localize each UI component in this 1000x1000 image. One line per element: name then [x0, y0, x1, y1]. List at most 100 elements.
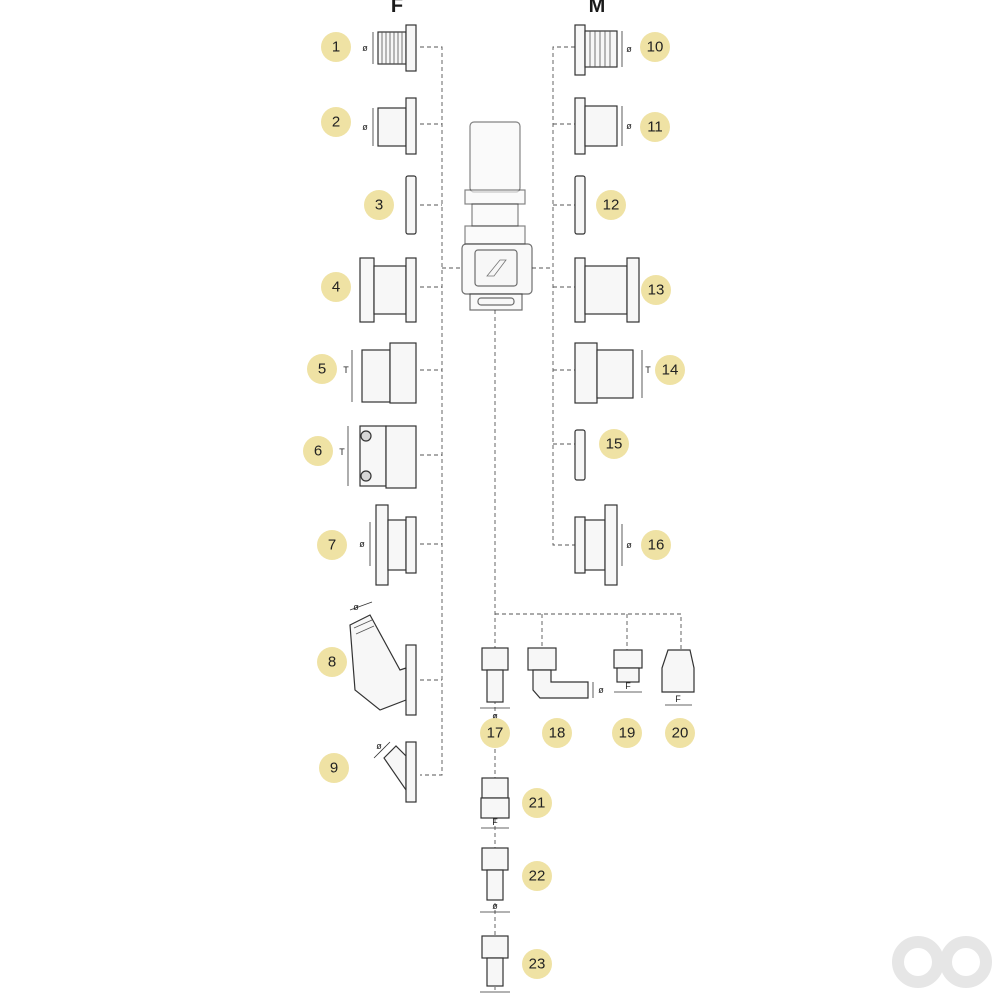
- badge-number: 18: [549, 725, 566, 742]
- item-badge-11: 11: [640, 112, 670, 142]
- badge-circle: [612, 718, 642, 748]
- item-badge-7: 7: [317, 530, 347, 560]
- column-label-male: M: [589, 0, 606, 17]
- item-badge-22: 22: [522, 861, 552, 891]
- diameter-symbol: ø: [492, 711, 498, 721]
- item-badge-12: 12: [596, 190, 626, 220]
- badge-number: 1: [332, 39, 340, 56]
- badge-number: 5: [318, 361, 326, 378]
- badge-circle: [319, 753, 349, 783]
- thread-symbol: T: [343, 365, 349, 375]
- fitting-2: ø: [362, 97, 417, 155]
- badge-circle: [542, 718, 572, 748]
- fitting-17: ø: [480, 647, 510, 721]
- badge-number: 21: [529, 795, 546, 812]
- badge-number: 22: [529, 868, 546, 885]
- flat-symbol: F: [625, 681, 631, 691]
- item-badge-9: 9: [319, 753, 349, 783]
- item-badge-1: 1: [321, 32, 351, 62]
- badge-circle: [596, 190, 626, 220]
- diameter-symbol: ø: [492, 901, 498, 911]
- badge-number: 16: [648, 537, 665, 554]
- flat-symbol: F: [492, 817, 498, 827]
- item-badge-5: 5: [307, 354, 337, 384]
- badge-number: 4: [332, 279, 340, 296]
- fitting-21: F: [480, 777, 510, 829]
- fitting-7: ø: [359, 504, 417, 586]
- badge-number: 8: [328, 654, 336, 671]
- fitting-15-gasket: [574, 429, 586, 481]
- fitting-13: [574, 257, 640, 323]
- badge-circle: [640, 32, 670, 62]
- diameter-symbol: ø: [359, 539, 365, 549]
- item-badge-8: 8: [317, 647, 347, 677]
- item-badge-6: 6: [303, 436, 333, 466]
- badge-number: 12: [603, 197, 620, 214]
- badge-circle: [303, 436, 333, 466]
- badge-number: 2: [332, 114, 340, 131]
- badge-number: 10: [647, 39, 664, 56]
- item-badge-2: 2: [321, 107, 351, 137]
- fitting-11: ø: [574, 97, 632, 155]
- item-badge-10: 10: [640, 32, 670, 62]
- fitting-12-gasket: [574, 175, 586, 235]
- badge-number: 13: [648, 282, 665, 299]
- flat-symbol: F: [675, 694, 681, 704]
- badge-circle: [599, 429, 629, 459]
- badge-circle: [522, 788, 552, 818]
- badge-number: 3: [375, 197, 383, 214]
- fitting-20: F: [661, 649, 695, 706]
- badge-circle: [641, 275, 671, 305]
- diameter-symbol: ø: [626, 540, 632, 550]
- badge-circle: [640, 112, 670, 142]
- badge-number: 19: [619, 725, 636, 742]
- badge-number: 23: [529, 956, 546, 973]
- diameter-symbol: ø: [626, 121, 632, 131]
- ao-logo-watermark: [892, 936, 992, 988]
- item-badge-4: 4: [321, 272, 351, 302]
- column-label-female: F: [391, 0, 403, 17]
- badge-circle: [317, 530, 347, 560]
- fitting-19: F: [613, 649, 643, 693]
- connector-lines: [420, 46, 682, 990]
- fitting-1: ø: [362, 24, 417, 72]
- fitting-14: T: [574, 342, 651, 404]
- item-badge-19: 19: [612, 718, 642, 748]
- thread-symbol: T: [645, 365, 651, 375]
- diameter-symbol: ø: [353, 602, 359, 612]
- fitting-22: ø: [480, 847, 510, 913]
- diameter-symbol: ø: [362, 122, 368, 132]
- badge-circle: [364, 190, 394, 220]
- badge-number: 17: [487, 725, 504, 742]
- fitting-10: ø: [574, 24, 632, 76]
- badge-circle: [321, 32, 351, 62]
- item-badge-18: 18: [542, 718, 572, 748]
- fitting-4: [359, 257, 417, 323]
- fitting-8-elbow: ø: [349, 601, 417, 716]
- central-valve: [461, 121, 533, 311]
- fitting-23: [480, 935, 510, 993]
- badge-circle: [321, 272, 351, 302]
- item-badge-16: 16: [641, 530, 671, 560]
- badge-number: 15: [606, 436, 623, 453]
- badge-number: 11: [647, 119, 663, 136]
- fitting-3-gasket: [405, 175, 417, 235]
- badge-circle: [522, 861, 552, 891]
- fitting-9: ø: [373, 741, 417, 803]
- badge-number: 20: [672, 725, 689, 742]
- fitting-18-elbow: ø: [527, 647, 604, 699]
- badge-circle: [317, 647, 347, 677]
- item-badge-21: 21: [522, 788, 552, 818]
- badge-circle: [522, 949, 552, 979]
- diameter-symbol: ø: [626, 44, 632, 54]
- thread-symbol: T: [339, 447, 345, 457]
- item-badge-23: 23: [522, 949, 552, 979]
- item-badge-14: 14: [655, 355, 685, 385]
- item-badge-13: 13: [641, 275, 671, 305]
- item-badge-20: 20: [665, 718, 695, 748]
- diameter-symbol: ø: [362, 43, 368, 53]
- badge-number: 7: [328, 537, 336, 554]
- diameter-symbol: ø: [376, 741, 382, 751]
